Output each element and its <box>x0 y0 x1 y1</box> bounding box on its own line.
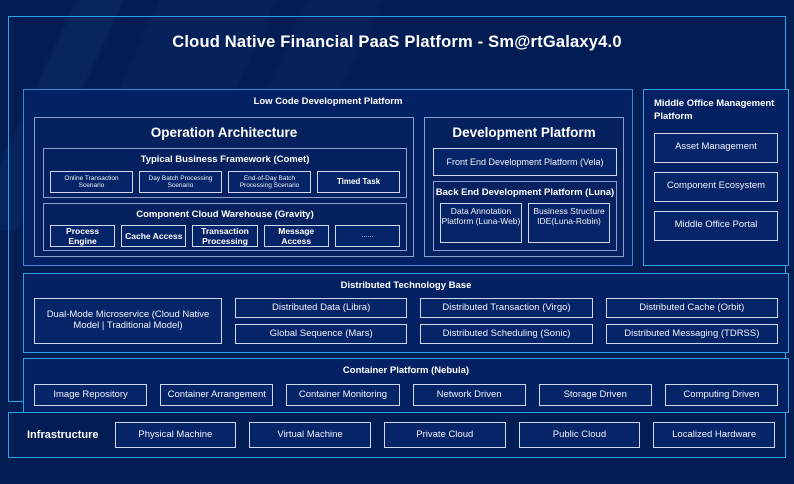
middle-office-item-asset-management[interactable]: Asset Management <box>654 132 778 163</box>
operation-architecture-header: Operation Architecture <box>150 125 298 140</box>
dtb-column-3: Distributed Cache (Orbit) Distributed Me… <box>605 298 778 344</box>
tbf-item-day-batch-processing-scenario[interactable]: Day Batch Processing Scenario <box>139 171 222 193</box>
infrastructure-panel: Infrastructure Physical Machine Virtual … <box>8 412 786 458</box>
ccw-item-cache-access[interactable]: Cache Access <box>121 225 187 247</box>
component-cloud-warehouse-group: Component Cloud Warehouse (Gravity) Proc… <box>43 203 407 251</box>
infra-item-private-cloud[interactable]: Private Cloud <box>383 422 506 448</box>
component-cloud-warehouse-header: Component Cloud Warehouse (Gravity) <box>136 209 314 220</box>
middle-office-item-component-ecosystem[interactable]: Component Ecosystem <box>654 171 778 202</box>
dtb-wide-column: Dual-Mode Microservice (Cloud Native Mod… <box>34 298 222 344</box>
cp-item-computing-driven[interactable]: Computing Driven <box>664 384 779 406</box>
low-code-development-platform-group: Low Code Development Platform Operation … <box>23 89 633 266</box>
distributed-technology-base-header: Distributed Technology Base <box>340 280 472 291</box>
low-code-header: Low Code Development Platform <box>253 96 403 107</box>
development-platform-header: Development Platform <box>452 125 596 140</box>
page-title: Cloud Native Financial PaaS Platform - S… <box>172 33 622 51</box>
typical-business-framework-group: Typical Business Framework (Comet) Onlin… <box>43 148 407 198</box>
middle-office-management-platform-group: Middle Office Management Platform Asset … <box>643 89 789 266</box>
dtb-column-1: Distributed Data (Libra) Global Sequence… <box>235 298 408 344</box>
development-platform-group: Development Platform Front End Developme… <box>424 117 624 257</box>
back-end-development-platform-items: Data Annotation Platform (Luna-Web) Busi… <box>440 203 610 243</box>
ccw-item-process-engine[interactable]: Process Engine <box>50 225 116 247</box>
container-platform-items: Image Repository Container Arrangement C… <box>34 384 779 406</box>
dtb-item-global-sequence[interactable]: Global Sequence (Mars) <box>235 324 408 344</box>
infra-item-virtual-machine[interactable]: Virtual Machine <box>249 422 371 448</box>
dtb-column-2: Distributed Transaction (Virgo) Distribu… <box>420 298 593 344</box>
middle-office-title: Middle Office Management Platform <box>654 98 775 122</box>
distributed-technology-base-group: Distributed Technology Base Dual-Mode Mi… <box>23 273 789 353</box>
dtb-item-distributed-cache[interactable]: Distributed Cache (Orbit) <box>605 298 778 318</box>
container-platform-header: Container Platform (Nebula) <box>342 365 470 376</box>
ccw-item-message-access[interactable]: Message Access <box>263 225 329 247</box>
infra-item-localized-hardware[interactable]: Localized Hardware <box>653 422 775 448</box>
tbf-item-timed-task[interactable]: Timed Task <box>317 171 400 193</box>
component-cloud-warehouse-items: Process Engine Cache Access Transaction … <box>50 225 401 247</box>
middle-office-item-middle-office-portal[interactable]: Middle Office Portal <box>654 210 778 241</box>
dtb-item-distributed-data[interactable]: Distributed Data (Libra) <box>235 298 408 318</box>
dtb-item-distributed-scheduling[interactable]: Distributed Scheduling (Sonic) <box>420 324 593 344</box>
cp-item-storage-driven[interactable]: Storage Driven <box>538 384 652 406</box>
infrastructure-label: Infrastructure <box>27 429 99 441</box>
bedp-item-business-structure-ide[interactable]: Business Structure IDE(Luna-Robin) <box>528 203 610 243</box>
cp-item-network-driven[interactable]: Network Driven <box>412 384 526 406</box>
infra-item-physical-machine[interactable]: Physical Machine <box>114 422 237 448</box>
cp-item-container-monitoring[interactable]: Container Monitoring <box>286 384 400 406</box>
main-platform-panel: Cloud Native Financial PaaS Platform - S… <box>8 16 789 413</box>
container-platform-group: Container Platform (Nebula) Image Reposi… <box>23 358 789 413</box>
tbf-item-online-transaction-scenario[interactable]: Online Transaction Scenario <box>50 171 133 193</box>
typical-business-framework-header: Typical Business Framework (Comet) <box>140 154 310 165</box>
dtb-item-distributed-messaging[interactable]: Distributed Messaging (TDRSS) <box>605 324 778 344</box>
infrastructure-items: Physical Machine Virtual Machine Private… <box>114 422 775 448</box>
operation-architecture-group: Operation Architecture Typical Business … <box>34 117 414 257</box>
bedp-item-data-annotation-platform[interactable]: Data Annotation Platform (Luna-Web) <box>440 203 522 243</box>
cp-item-container-arrangement[interactable]: Container Arrangement <box>160 384 274 406</box>
back-end-development-platform-header: Back End Development Platform (Luna) <box>435 187 615 198</box>
dtb-item-dual-mode-microservice[interactable]: Dual-Mode Microservice (Cloud Native Mod… <box>34 298 222 344</box>
dtb-item-distributed-transaction[interactable]: Distributed Transaction (Virgo) <box>420 298 593 318</box>
back-end-development-platform-group: Back End Development Platform (Luna) Dat… <box>433 181 617 251</box>
distributed-technology-base-body: Dual-Mode Microservice (Cloud Native Mod… <box>34 298 778 344</box>
tbf-item-end-of-day-batch-processing-scenario[interactable]: End-of-Day Batch Processing Scenario <box>228 171 311 193</box>
front-end-development-platform[interactable]: Front End Development Platform (Vela) <box>433 148 617 176</box>
cp-item-image-repository[interactable]: Image Repository <box>34 384 148 406</box>
ccw-item-transaction-processing[interactable]: Transaction Processing <box>192 225 258 247</box>
infra-item-public-cloud[interactable]: Public Cloud <box>518 422 641 448</box>
ccw-item-more[interactable]: ...... <box>334 225 401 247</box>
typical-business-framework-items: Online Transaction Scenario Day Batch Pr… <box>50 171 400 193</box>
